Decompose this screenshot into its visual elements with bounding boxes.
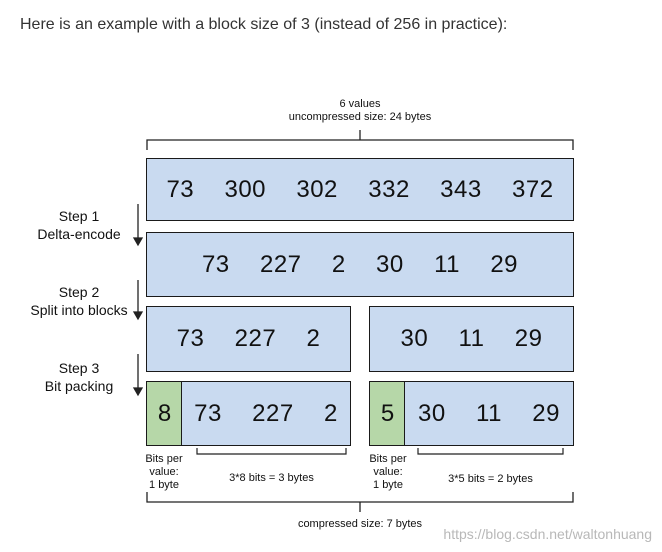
original-values-box: 73 300 302 332 343 372 xyxy=(146,158,574,221)
step2-label: Step 2 Split into blocks xyxy=(22,283,136,319)
bits-per-value-a-l2: value: xyxy=(149,466,179,478)
step3-arrow xyxy=(132,354,144,397)
bits-per-value-b-label: Bits per value: 1 byte xyxy=(358,453,418,492)
top-bracket xyxy=(146,139,574,150)
bits-b-box: 5 xyxy=(369,381,406,446)
step3-title: Step 3 xyxy=(58,360,100,376)
bits-a-value: 8 xyxy=(157,399,172,427)
bits-b-value: 5 xyxy=(380,399,395,427)
bits-per-value-b-l1: Bits per xyxy=(369,453,407,465)
step1-arrow xyxy=(132,204,144,247)
packed-b-values: 30 11 29 xyxy=(418,399,560,427)
bits-b-label: 3*5 bits = 2 bytes xyxy=(448,473,533,485)
step2-desc: Split into blocks xyxy=(30,302,128,318)
bits-a-label: 3*8 bits = 3 bytes xyxy=(229,472,314,484)
top-label-line2: uncompressed size: 24 bytes xyxy=(288,111,432,123)
block-b-values: 30 11 29 xyxy=(400,325,543,352)
bracket-bits-b xyxy=(417,448,564,455)
watermark: https://blog.csdn.net/waltonhuang xyxy=(443,526,652,542)
step1-label: Step 1 Delta-encode xyxy=(24,207,134,243)
compressed-size-label: compressed size: 7 bytes xyxy=(297,518,423,530)
packed-a-values: 73 227 2 xyxy=(194,399,338,427)
block-a-box: 73 227 2 xyxy=(146,306,351,372)
bottom-bracket xyxy=(146,492,574,503)
block-a-values: 73 227 2 xyxy=(176,325,321,352)
bits-per-value-a-l3: 1 byte xyxy=(149,479,179,491)
intro-text: Here is an example with a block size of … xyxy=(20,16,508,33)
step3-label: Step 3 Bit packing xyxy=(24,359,134,395)
bits-per-value-a-l1: Bits per xyxy=(145,453,183,465)
step1-title: Step 1 xyxy=(58,208,100,224)
bits-per-value-b-l2: value: xyxy=(373,466,403,478)
bracket-bits-a xyxy=(196,448,347,455)
block-b-box: 30 11 29 xyxy=(369,306,574,372)
original-values: 73 300 302 332 343 372 xyxy=(166,175,554,203)
step1-desc: Delta-encode xyxy=(37,226,121,242)
bits-a-box: 8 xyxy=(146,381,183,446)
top-label: 6 values uncompressed size: 24 bytes xyxy=(260,98,460,124)
bits-per-value-a-label: Bits per value: 1 byte xyxy=(134,453,194,492)
step2-title: Step 2 xyxy=(58,284,100,300)
delta-values-box: 73 227 2 30 11 29 xyxy=(146,232,574,297)
packed-a-box: 73 227 2 xyxy=(181,381,351,446)
step3-desc: Bit packing xyxy=(44,378,114,394)
step2-arrow xyxy=(132,280,144,321)
bits-per-value-b-l3: 1 byte xyxy=(373,479,403,491)
delta-values: 73 227 2 30 11 29 xyxy=(201,250,519,278)
top-label-line1: 6 values xyxy=(339,98,381,110)
packed-b-box: 30 11 29 xyxy=(404,381,574,446)
